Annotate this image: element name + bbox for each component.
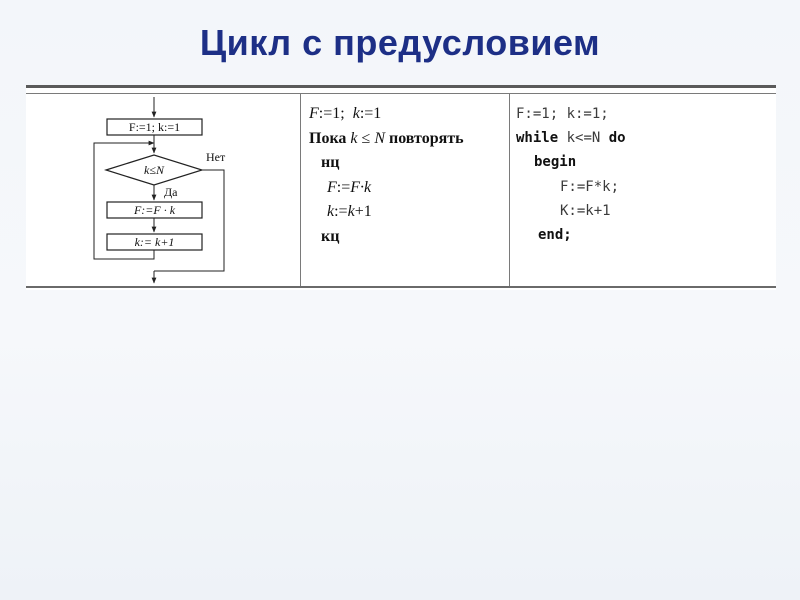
loop-back-line [93,140,155,260]
code-line-4: F:=F*k; [560,179,620,195]
flowchart: F:=1; k:=1 k≤N Нет Да F:=F · k k:= k+1 [93,97,226,284]
init-block-label: F:=1; k:=1 [129,120,180,134]
table-bottom-border [26,286,776,288]
yes-branch-label: Да [164,185,178,199]
code-line-6: end; [538,227,572,243]
pseudo-line-1: F:=1; k:=1 [309,105,382,122]
column-divider-1 [300,93,301,286]
pseudo-line-2: Пока k ≤ N повторять [309,130,464,147]
algorithm-table: F:=1; k:=1 k≤N Нет Да F:=F · k k:= k+1 F… [26,85,776,290]
flowchart-column: F:=1; k:=1 k≤N Нет Да F:=F · k k:= k+1 [26,93,300,286]
increment-block-label: k:= k+1 [135,235,175,249]
pseudo-line-6: кц [321,228,340,245]
code-line-2: while k<=N do [516,130,626,146]
code-line-3: begin [534,154,577,170]
slide-title: Цикл с предусловием [199,22,601,63]
pascal-column: F:=1; k:=1; while k<=N do begin F:=F*k; … [510,93,776,286]
column-divider-2 [509,93,510,286]
multiply-block-label: F:=F · k [133,203,176,217]
pseudo-line-5: k:=k+1 [327,203,372,220]
pseudo-line-4: F:=F·k [327,179,372,196]
no-branch-label: Нет [206,150,226,164]
pseudo-line-3: нц [321,154,340,171]
table-top-border [26,85,776,88]
condition-label: k≤N [144,163,165,177]
table-header-border [26,93,776,94]
no-branch-line [154,169,225,272]
pseudocode-column: F:=1; k:=1 Пока k ≤ N повторять нц F:=F·… [301,93,509,286]
code-line-1: F:=1; k:=1; [516,106,609,122]
code-line-5: K:=k+1 [560,203,611,219]
